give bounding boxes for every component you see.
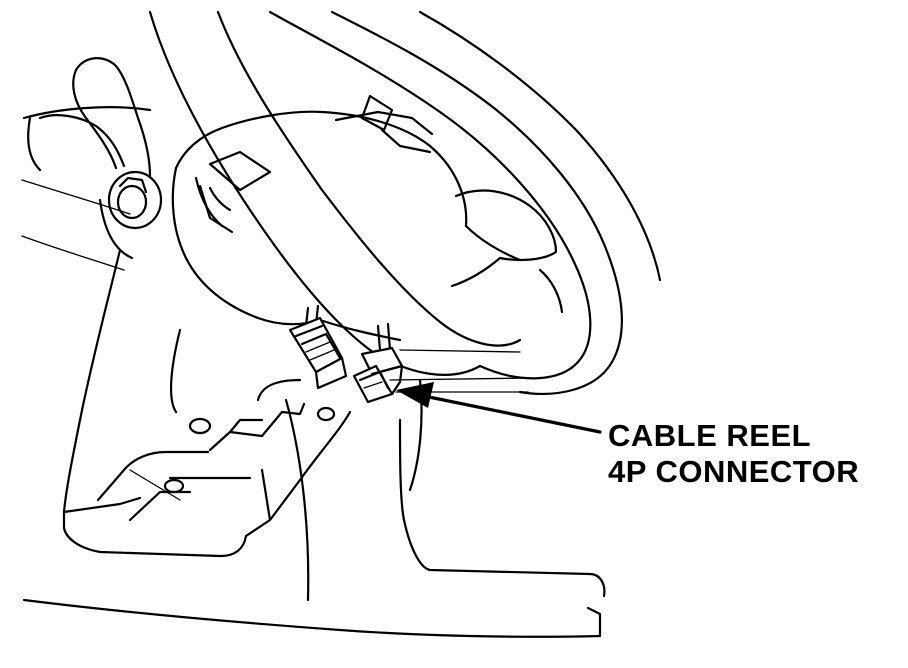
steering-wheel [148, 10, 662, 395]
column-cover [62, 248, 352, 558]
ignition-switch [38, 57, 163, 260]
dashboard-outline [21, 106, 181, 501]
cable-reel-4p-connector [352, 322, 404, 404]
callout-label: CABLE REEL 4P CONNECTOR [608, 418, 898, 490]
callout-arrow [396, 382, 602, 434]
callout-line-1: CABLE REEL [608, 418, 812, 453]
steering-hub [171, 94, 468, 320]
harness-connector [288, 304, 348, 390]
callout-line-2: 4P CONNECTOR [608, 454, 860, 489]
